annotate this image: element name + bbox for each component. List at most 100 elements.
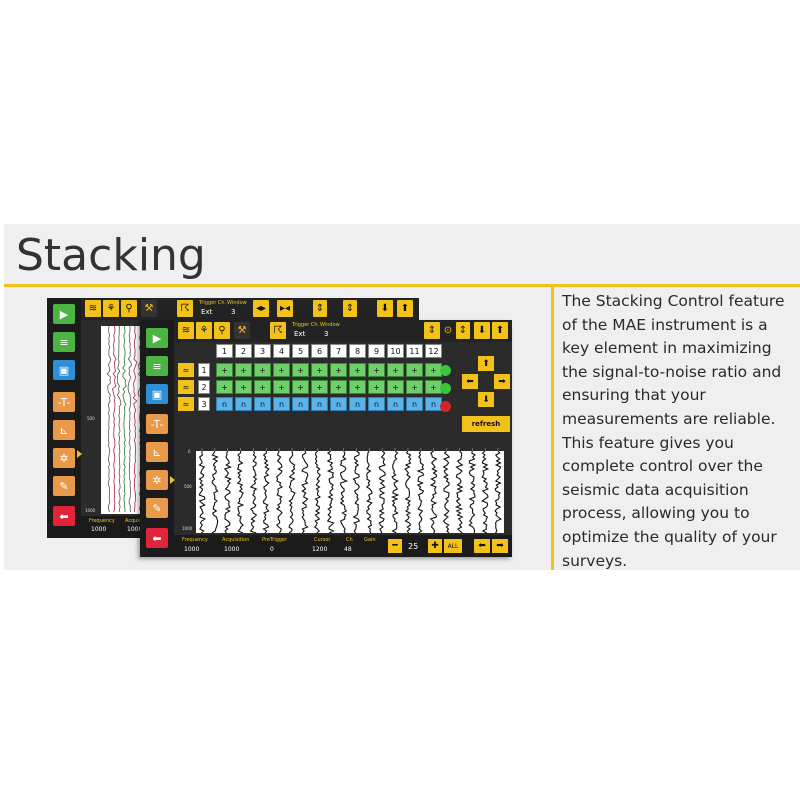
source-icon[interactable]: ☈ [270,322,286,339]
stack-cell[interactable]: + [311,363,328,377]
reset-icon[interactable]: ⊙ [442,322,454,339]
stack-cell[interactable]: n [349,397,366,411]
amp-down-icon[interactable]: ⇕ [424,322,440,339]
zoom-in-icon: ▸◂ [277,300,293,317]
stack-row-toggle-icon[interactable]: ≈ [178,363,194,377]
back-y-label-1000: 1000 [85,508,96,513]
prev-arrow-button[interactable]: ⬅ [474,539,490,553]
acquire-icon: ▶ [53,304,75,324]
stack-cell[interactable]: + [292,363,309,377]
stack-cell[interactable]: + [406,380,423,394]
stack-cell[interactable]: + [349,380,366,394]
save-icon[interactable]: ▣ [146,384,168,404]
signal-icon: ≋ [85,300,101,317]
trigger-channel-label: Trigger Ch. [199,300,227,306]
chart-icon[interactable]: ⊾ [146,442,168,462]
amp-down-icon: ⇕ [313,300,327,317]
hammer-icon[interactable]: ⚒ [234,322,250,339]
seismic-trace [442,451,451,533]
seismic-trace [223,451,232,533]
acquire-icon[interactable]: ▶ [146,328,168,348]
stack-cell[interactable]: n [387,397,404,411]
signal-icon[interactable]: ≋ [178,322,194,339]
back-frequency-value: 1000 [91,526,107,533]
stack-cell[interactable]: + [254,380,271,394]
stack-cell[interactable]: n [368,397,385,411]
stack-cell[interactable]: + [273,363,290,377]
frequency-label: Frequency [182,537,208,543]
trigger-channel-value: Ext [201,308,213,316]
scroll-up-icon[interactable]: ⬆ [492,322,508,339]
cursor-label: Cursor [314,537,331,543]
gear-icon[interactable]: ✲ [146,470,168,490]
stack-cell[interactable]: + [387,363,404,377]
stack-row-toggle-icon[interactable]: ≈ [178,380,194,394]
channel-header: 3 [254,344,271,358]
stack-cell[interactable]: + [330,363,347,377]
stack-cell[interactable]: + [349,363,366,377]
stack-cell[interactable]: n [235,397,252,411]
right-arrow-button[interactable]: ➡ [494,374,510,389]
stack-cell[interactable]: + [406,363,423,377]
front-status-bar: Frequency 1000 Acquisition 1000 PreTrigg… [174,535,512,557]
stack-cell[interactable]: + [311,380,328,394]
amp-up-icon[interactable]: ⇕ [456,322,470,339]
feature-description: The Stacking Control feature of the MAE … [562,292,785,570]
front-y-label-0: 0 [188,449,191,454]
stack-cell[interactable]: n [216,397,233,411]
front-y-label-1000: 1000 [182,526,193,531]
stack-minus-button[interactable]: ━ [388,539,402,553]
seismic-trace [352,451,361,533]
channel-header: 11 [406,344,423,358]
channel-value: 48 [344,546,352,553]
scroll-down-icon: ⬇ [377,300,393,317]
seismic-trace [262,451,270,533]
seismic-trace [112,326,117,513]
hammer-icon: ⚒ [141,300,157,317]
tools-icon[interactable]: ✎ [146,498,168,518]
stack-cell[interactable]: n [311,397,328,411]
stack-cell[interactable]: + [235,363,252,377]
stack-cell[interactable]: + [216,363,233,377]
antenna-icon[interactable]: ⚲ [214,322,230,339]
stack-cell[interactable]: + [216,380,233,394]
seismic-trace [236,451,245,533]
next-arrow-button[interactable]: ➡ [492,539,508,553]
stack-cell[interactable]: + [235,380,252,394]
refresh-button[interactable]: refresh [462,416,510,432]
title-divider [4,284,800,287]
front-toolbar: ≋ ⚘ ⚲ ⚒ ☈ Trigger Ch. Ext Window 3 ⇕ ⊙ ⇕… [174,320,512,342]
stack-cell[interactable]: n [406,397,423,411]
seismic-trace [429,451,438,533]
up-arrow-button[interactable]: ⬆ [478,356,494,371]
stack-cell[interactable]: + [368,363,385,377]
stack-plus-button[interactable]: ✚ [428,539,442,553]
seismic-trace [378,451,386,533]
stack-cell[interactable]: n [292,397,309,411]
all-button[interactable]: ALL [444,539,462,553]
stack-icon[interactable]: ≡ [146,356,168,376]
scroll-down-icon[interactable]: ⬇ [474,322,490,339]
stack-cell[interactable]: + [368,380,385,394]
stack-cell[interactable]: n [273,397,290,411]
acquisition-label: Acquisition [222,537,250,543]
seismic-trace [326,451,335,533]
stack-cell[interactable]: n [254,397,271,411]
stack-cell[interactable]: + [273,380,290,394]
window-value: 3 [324,330,329,338]
channel-header: 5 [292,344,309,358]
stack-cell[interactable]: + [254,363,271,377]
geophone-icon[interactable]: ⚘ [196,322,212,339]
seismic-trace [275,451,283,533]
down-arrow-button[interactable]: ⬇ [478,392,494,407]
stack-row-toggle-icon[interactable]: ≈ [178,397,194,411]
stack-icon: ≡ [53,332,75,352]
back-arrow-icon[interactable]: ⬅ [146,528,168,548]
back-y-label-500: 500 [87,416,95,421]
stack-cell[interactable]: + [330,380,347,394]
stack-cell[interactable]: n [330,397,347,411]
left-arrow-button[interactable]: ⬅ [462,374,478,389]
stack-cell[interactable]: + [387,380,404,394]
stack-cell[interactable]: + [292,380,309,394]
trigger-icon[interactable]: -T- [146,414,168,434]
